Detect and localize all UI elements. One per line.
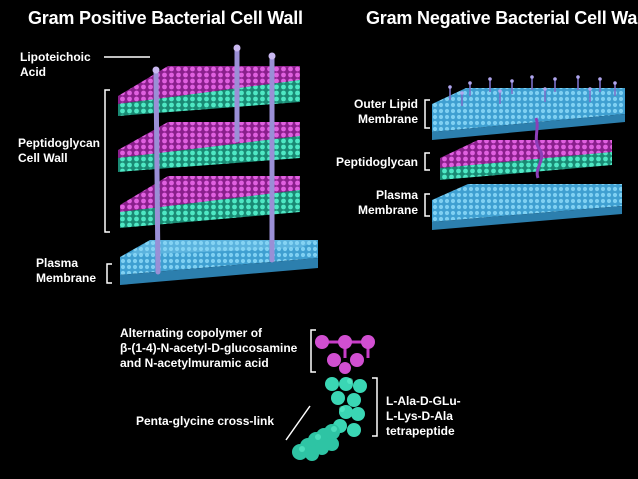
- gn-plasma-membrane: [432, 184, 622, 230]
- copolymer-label: Alternating copolymer of β-(1-4)-N-acety…: [120, 326, 298, 370]
- gn-outer-membrane-label: Outer Lipid Membrane: [354, 97, 418, 126]
- gn-plasma-membrane-label: Plasma Membrane: [357, 188, 418, 217]
- crosslink-pointer-line: [285, 405, 311, 441]
- tetrapeptide-bracket: [372, 377, 378, 437]
- gp-peptidoglycan-label: Peptidoglycan Cell Wall: [18, 136, 101, 165]
- crosslink-label: Penta-glycine cross-link: [136, 414, 275, 428]
- gp-plasma-membrane: [120, 240, 318, 285]
- copolymer-bracket: [310, 329, 316, 373]
- gp-peptidoglycan-bracket: [104, 89, 110, 233]
- lipoteichoic-acid-rods: [153, 47, 275, 275]
- gp-peptidoglycan-layer-3: [120, 176, 300, 228]
- gn-peptidoglycan: [440, 117, 612, 180]
- gp-plasma-bracket: [106, 263, 112, 284]
- gram-positive-title: Gram Positive Bacterial Cell Wall: [28, 8, 303, 28]
- gn-peptidoglycan-label: Peptidoglycan: [335, 155, 418, 169]
- lipoteichoic-label: Lipoteichoic Acid: [20, 50, 91, 79]
- gn-peptidoglycan-bracket: [424, 152, 430, 171]
- gp-peptidoglycan-layer-2: [118, 122, 300, 172]
- gn-outer-membrane: [432, 75, 625, 140]
- tetrapeptide-label: L-Ala-D-GLu- L-Lys-D-Ala tetrapeptide: [386, 394, 461, 438]
- gram-negative-title: Gram Negative Bacterial Cell Wall: [366, 8, 638, 28]
- gp-plasma-membrane-label: Plasma Membrane: [36, 256, 97, 285]
- gn-outer-membrane-bracket: [424, 99, 430, 129]
- gp-peptidoglycan-layer-1: [118, 66, 300, 116]
- gn-plasma-bracket: [424, 193, 430, 217]
- copolymer-structure: [292, 335, 375, 461]
